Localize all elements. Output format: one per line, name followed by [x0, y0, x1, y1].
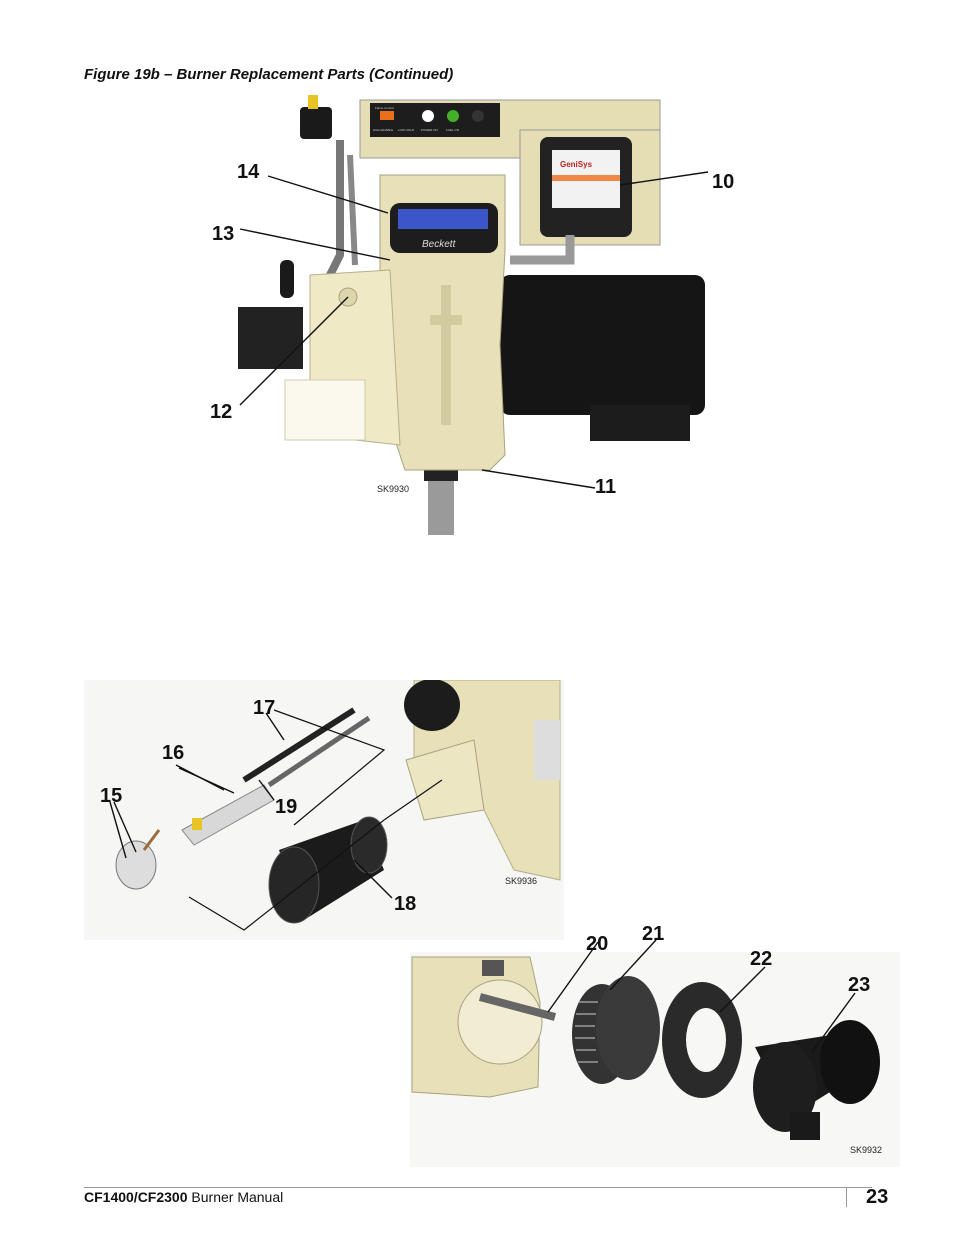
- callout-22: 22: [750, 948, 772, 970]
- footer-rule: [84, 1187, 872, 1188]
- callout-13: 13: [212, 223, 234, 245]
- callout-14: 14: [237, 161, 260, 183]
- panel-label-power: POWER ON: [421, 128, 438, 132]
- page-number: 23: [866, 1186, 889, 1208]
- callout-10: 10: [712, 171, 734, 193]
- control-brand: GeniSys: [560, 160, 593, 169]
- callout-16: 16: [162, 742, 184, 764]
- footer-manual-title: CF1400/CF2300 Burner Manual: [84, 1189, 283, 1205]
- callout-11: 11: [595, 476, 616, 498]
- callout-18: 18: [394, 893, 416, 915]
- sk-code-bottom: SK9932: [850, 1145, 882, 1155]
- blower-motor-figure: 20 21 22 23 SK9932: [410, 923, 900, 1167]
- electrode-air-tube-figure: 15 16 17 18 19 SK9936: [84, 680, 564, 940]
- panel-title: Flame Control: [375, 106, 394, 110]
- callout-12: 12: [210, 401, 232, 423]
- callout-23: 23: [848, 974, 870, 996]
- callout-15: 15: [100, 785, 122, 807]
- callout-20: 20: [586, 933, 608, 955]
- footer-divider: [846, 1187, 847, 1207]
- callout-17: 17: [253, 697, 275, 719]
- footer-model: CF1400/CF2300: [84, 1189, 188, 1205]
- callout-21: 21: [642, 923, 664, 945]
- sk-code-middle: SK9936: [505, 876, 537, 886]
- burner-assembly-figure: Flame Control HIGH ENABLE LOW HOLD POWER…: [210, 95, 734, 535]
- panel-label-high: HIGH ENABLE: [373, 128, 393, 132]
- callout-19: 19: [275, 796, 297, 818]
- panel-label-fuel: FUEL ON: [446, 128, 459, 132]
- panel-label-low: LOW HOLD: [398, 128, 415, 132]
- sk-code-top: SK9930: [377, 484, 409, 494]
- footer-manual: Burner Manual: [187, 1189, 284, 1205]
- brand-logo: Beckett: [422, 239, 457, 250]
- figure-caption: Figure 19b – Burner Replacement Parts (C…: [84, 66, 454, 83]
